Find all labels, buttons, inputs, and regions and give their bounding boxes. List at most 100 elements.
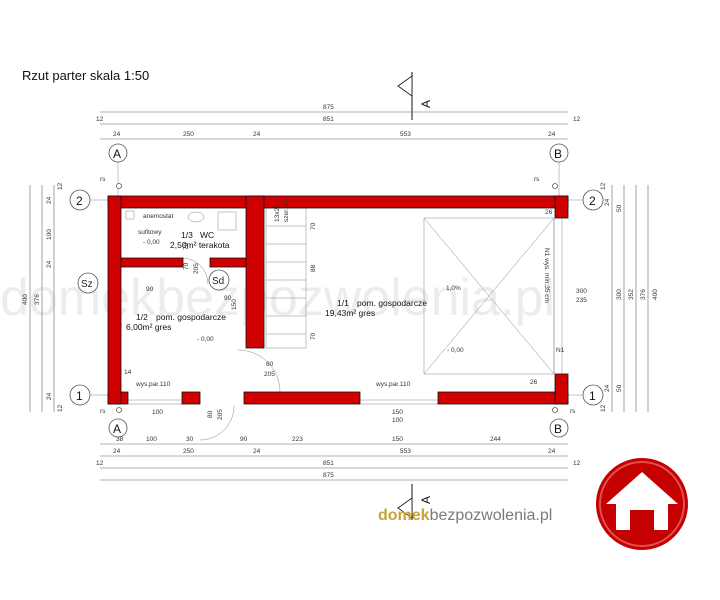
dim-right-6: 376 [640, 289, 647, 300]
axis-label-2-left: 2 [76, 194, 83, 208]
dim-bottom-r2-5: 24 [548, 448, 556, 455]
dim-bottom-left: 12 [96, 460, 104, 467]
room-1-3-level: - 0,00 [143, 239, 160, 246]
dim-bottom-r1-5: 223 [292, 436, 303, 443]
anemostat-label-2: sufitowy [138, 229, 162, 236]
interior-dimensions: 70 205 90 90 150 80 205 80 205 150 100 1… [124, 209, 587, 424]
rs-label-tr: rs [534, 176, 540, 183]
stairs-note-2: szer. 70 [283, 199, 290, 222]
slope-label: 1,0% [446, 285, 461, 292]
plan-notes: 13x20 szer. 70 N1 wys. min.35 cm N1 wys.… [135, 199, 565, 388]
dim-bottom-r2-2: 250 [183, 448, 194, 455]
dim-wall-14: 14 [124, 369, 132, 376]
dim-bottom-r2-3: 24 [253, 448, 261, 455]
hatch-note: N1 wys. min.35 cm [543, 248, 550, 303]
walls [107, 195, 569, 405]
dim-right-10: 12 [600, 404, 607, 412]
room-1-1-num: 1/1 [337, 298, 349, 308]
sd-label: Sd [212, 276, 224, 287]
dim-stair-70b: 70 [310, 222, 317, 230]
section-label-top: A [419, 100, 433, 108]
axis-label-sz: Sz [81, 279, 93, 290]
dim-door-inner-w: 80 [266, 361, 274, 368]
rs-label-bl: rs [100, 408, 106, 415]
axis-label-b-top: B [554, 147, 562, 161]
interior-linework [125, 207, 563, 441]
dim-left-2: 24 [46, 196, 53, 204]
section-marker-bottom: A [397, 484, 433, 520]
rs-label-tl: rs [100, 176, 106, 183]
axis-label-1-right: 1 [589, 389, 596, 403]
n1-label: N1 [556, 347, 565, 354]
room-1-3-area: 2,50m² terakota [170, 240, 230, 250]
room-1-3-num: 1/3 [181, 230, 193, 240]
dim-stair-88: 88 [310, 264, 317, 272]
dim-right-4: 300 [616, 289, 623, 300]
dim-wall-90b: 90 [224, 295, 232, 302]
dim-left-1: 12 [57, 182, 64, 190]
dim-window-h: 100 [392, 417, 403, 424]
axis-markers-bottom: rs rs A B [100, 407, 576, 438]
dim-left-3: 100 [46, 229, 53, 240]
axis-markers-right: 2 1 [568, 189, 604, 406]
dim-bottom-r1-1: 38 [116, 436, 124, 443]
top-dimensions: 875 851 12 12 24 250 24 553 24 [96, 104, 581, 140]
axis-label-1-left: 1 [76, 389, 83, 403]
right-dimensions: 12 24 50 300 352 376 400 24 50 12 [600, 182, 659, 412]
room-1-1-name: pom. gospodarcze [357, 298, 427, 308]
dim-wall-26b: 26 [530, 379, 538, 386]
room-1-3-name: WC [200, 230, 214, 240]
dim-right-5: 352 [628, 289, 635, 300]
dim-room-235: 235 [576, 297, 587, 304]
dim-top-right: 12 [573, 116, 581, 123]
dim-stair-70a: 70 [183, 242, 190, 250]
room-1-2-num: 1/2 [136, 312, 148, 322]
dim-top-seg-3: 24 [253, 131, 261, 138]
dim-bottom-r1-7: 244 [490, 436, 501, 443]
brand-part-2: bezpozwolenia.pl [430, 507, 553, 524]
dim-wall-26a: 26 [545, 209, 553, 216]
dim-left-7: 24 [46, 392, 53, 400]
dim-right-9: 50 [616, 384, 623, 392]
home-logo-icon[interactable] [596, 458, 688, 550]
axis-label-a-bottom: A [113, 422, 121, 436]
dim-wall-150: 150 [231, 299, 238, 310]
room-1-1: 1/1 pom. gospodarcze 19,43m² gres - 0,00… [325, 285, 464, 354]
dim-wall-90a: 90 [146, 286, 154, 293]
dim-door-inner-h: 205 [264, 371, 275, 378]
anemostat-label-1: anemostat [143, 213, 174, 220]
bottom-dimensions: 38 100 30 90 223 150 244 24 250 24 553 2… [96, 436, 581, 481]
brand-wordmark[interactable]: domekbezpozwolenia.pl [378, 507, 552, 524]
dim-top-seg-4: 553 [400, 131, 411, 138]
dim-left-5: 400 [22, 294, 29, 305]
sd-marker: Sd [208, 269, 230, 291]
plan-title: Rzut parter skala 1:50 [22, 68, 149, 83]
dim-door-ext-w: 80 [207, 410, 214, 418]
dim-door-ext-h: 205 [217, 409, 224, 420]
dim-room-300: 300 [576, 288, 587, 295]
axis-markers-left: 2 Sz 1 [69, 189, 112, 406]
room-1-2: 1/2 pom. gospodarcze 6,00m² gres - 0,00 [126, 312, 226, 343]
dim-right-1: 12 [600, 182, 607, 190]
dim-top-seg-2: 250 [183, 131, 194, 138]
dim-wall-26c: 26 [559, 379, 567, 386]
dim-top-left: 12 [96, 116, 104, 123]
dim-top-inner: 851 [323, 116, 334, 123]
room-1-1-level: - 0,00 [447, 347, 464, 354]
dim-window-left: 100 [152, 409, 163, 416]
svg-text:domekbezpozwolenia.pl: domekbezpozwolenia.pl [378, 507, 552, 524]
dim-window-w: 150 [392, 409, 403, 416]
dim-left-4: 24 [46, 260, 53, 268]
dim-door-wc-h: 205 [193, 263, 200, 274]
room-1-2-area: 6,00m² gres [126, 322, 171, 332]
dim-door-wc-w: 70 [183, 262, 190, 270]
dim-left-8: 12 [57, 404, 64, 412]
rs-label-br: rs [570, 408, 576, 415]
dim-bottom-r1-3: 30 [186, 436, 194, 443]
room-1-1-area: 19,43m² gres [325, 308, 375, 318]
dim-bottom-inner: 851 [323, 460, 334, 467]
axis-label-b-bottom: B [554, 422, 562, 436]
room-1-2-name: pom. gospodarcze [156, 312, 226, 322]
dim-right-2: 24 [604, 198, 611, 206]
